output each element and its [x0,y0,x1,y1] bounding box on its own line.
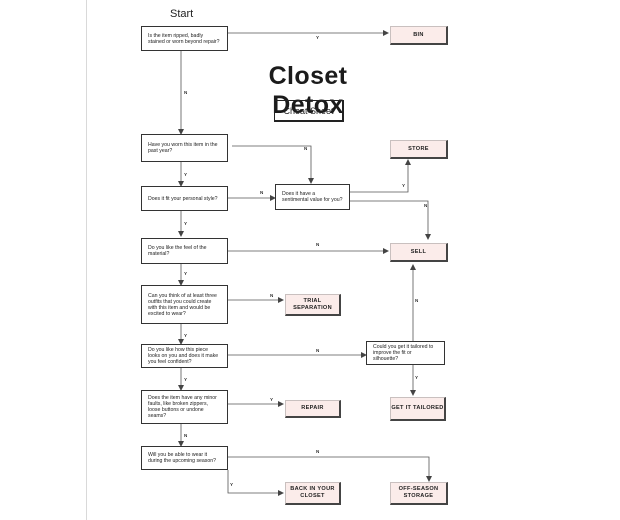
start-label: Start [170,8,194,20]
edge-label-faults-repair: Y [270,397,274,402]
edge-label-outfits-confident: Y [184,333,188,338]
question-worn-year-text: Have you worn this item in the past year… [148,142,218,154]
page-margin-rule [86,0,87,520]
question-damaged-text: Is the item ripped, badly stained or wor… [148,32,220,45]
question-material: Do you like the feel of the material? [141,238,228,264]
edge-label-outfits-trial: N [270,293,274,298]
edge-label-tailor-tailored: Y [415,375,419,380]
question-season: Will you be able to wear it during the u… [141,446,228,470]
question-style: Does it fit your personal style? [141,186,228,211]
edge-label-damaged-worn: N [184,90,188,95]
edge-label-season-closet: Y [230,482,234,487]
question-sentimental: Does it have a sentimental value for you… [275,184,350,210]
edge-label-season-offseason: N [316,449,320,454]
edge-sentimental-sell [350,200,431,240]
edge-label-tailor-sell: N [415,298,419,303]
question-damaged: Is the item ripped, badly stained or wor… [141,26,228,51]
edge-label-material-sell: N [316,242,320,247]
question-sentimental-text: Does it have a sentimental value for you… [282,191,343,203]
edge-label-style-material: Y [184,221,188,226]
outcome-back-in-closet: BACK IN YOUR CLOSET [285,482,341,505]
edge-sentimental-store [350,159,411,193]
outcome-store: STORE [390,140,448,159]
edge-label-confident-tailor: N [316,348,320,353]
edge-worn-sentimental [232,145,314,184]
page-subtitle: Cheat Sheet [274,100,344,122]
edge-label-confident-faults: Y [184,377,188,382]
question-tailor-text: Could you get it tailored to improve the… [373,344,434,362]
question-tailor: Could you get it tailored to improve the… [366,341,445,365]
outcome-bin: BIN [390,26,448,45]
question-style-text: Does it fit your personal style? [148,195,218,202]
question-confident-text: Do you like how this piece looks on you … [148,347,219,365]
question-outfits-text: Can you think of at least three outfits … [148,292,217,317]
question-faults-text: Does the item have any minor faults, lik… [148,395,217,419]
edge-season-closet [227,470,284,496]
question-season-text: Will you be able to wear it during the u… [148,452,217,464]
edge-label-faults-season: N [184,433,188,438]
question-material-text: Do you like the feel of the material? [148,245,207,257]
outcome-trial-separation: TRIAL SEPARATION [285,294,341,316]
edge-label-worn-sentimental: N [304,146,308,151]
edge-label-material-outfits: Y [184,271,188,276]
edge-label-sentimental-store: Y [402,183,406,188]
outcome-sell: SELL [390,243,448,262]
edge-label-damaged-bin: Y [316,35,320,40]
edge-label-worn-style: Y [184,172,188,177]
outcome-off-season-storage: OFF-SEASON STORAGE [390,482,448,505]
edge-season-offseason [228,456,432,482]
edge-label-sentimental-sell: N [424,203,428,208]
outcome-get-it-tailored: GET IT TAILORED [390,397,446,421]
edge-label-style-sentimental: N [260,190,264,195]
page-title: Closet Detox [268,62,348,119]
outcome-repair: REPAIR [285,400,341,418]
question-confident: Do you like how this piece looks on you … [141,344,228,368]
question-outfits: Can you think of at least three outfits … [141,285,228,324]
question-faults: Does the item have any minor faults, lik… [141,390,228,424]
question-worn-year: Have you worn this item in the past year… [141,134,228,162]
